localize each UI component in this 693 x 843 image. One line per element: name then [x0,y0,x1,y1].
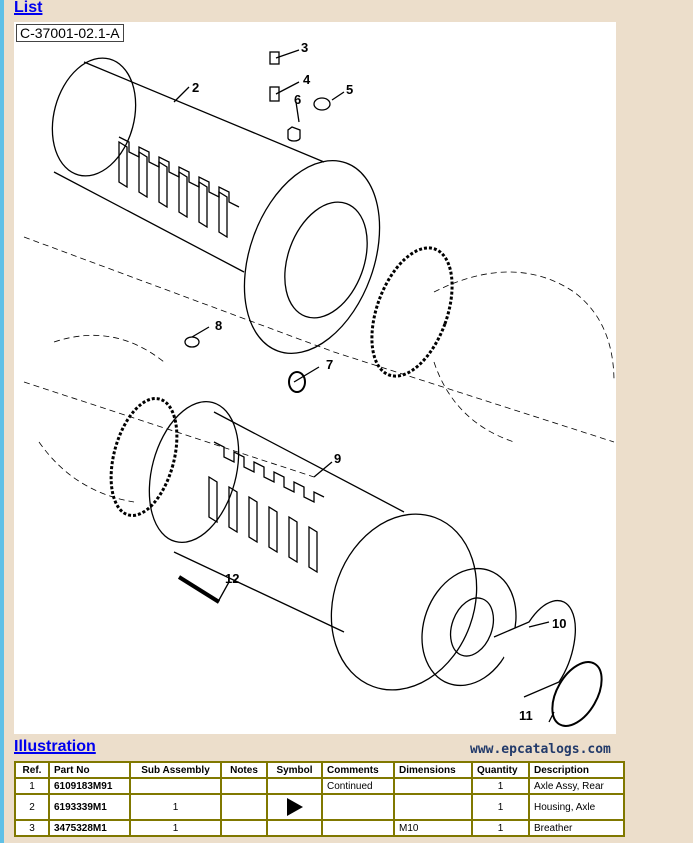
col-part-no: Part No [48,761,131,779]
callout-11: 11 [519,708,533,723]
cell-ref: 1 [14,777,50,795]
exploded-axle-drawing: 2 3 4 5 6 7 8 9 10 11 12 [23,40,615,727]
cell-dims [393,793,473,821]
figure-id: C-37001-02.1-A [16,24,124,42]
play-triangle-icon[interactable] [286,798,303,816]
cell-sub [129,777,222,795]
callout-10: 10 [552,616,566,631]
cell-notes [220,819,268,837]
callout-6: 6 [294,92,301,107]
col-description: Description [528,761,625,779]
cell-part-no[interactable]: 6109183M91 [48,777,131,795]
cell-symbol [266,777,323,795]
cell-comments [321,819,395,837]
parts-table: Ref. Part No Sub Assembly Notes Symbol C… [14,761,625,837]
cell-qty: 1 [471,777,530,795]
callout-9: 9 [334,451,341,466]
cell-notes [220,793,268,821]
callout-8: 8 [215,318,222,333]
col-comments: Comments [321,761,395,779]
col-symbol: Symbol [266,761,323,779]
cell-desc: Housing, Axle [528,793,625,821]
cell-qty: 1 [471,819,530,837]
col-dimensions: Dimensions [393,761,473,779]
callout-3: 3 [301,40,308,55]
cell-comments [321,793,395,821]
cell-qty: 1 [471,793,530,821]
cell-dims: M10 [393,819,473,837]
cell-desc: Breather [528,819,625,837]
cell-ref: 2 [14,793,50,821]
callout-5: 5 [346,82,353,97]
table-row[interactable]: 2 6193339M1 1 1 Housing, Axle [14,793,625,821]
list-link[interactable]: List [14,0,43,16]
cell-symbol[interactable] [266,793,323,821]
illustration-link[interactable]: Illustration [14,738,96,755]
callout-4: 4 [303,72,311,87]
col-ref: Ref. [14,761,50,779]
table-row[interactable]: 3 3475328M1 1 M10 1 Breather [14,819,625,837]
watermark: www.epcatalogs.com [470,742,611,757]
callout-7: 7 [326,357,333,372]
callout-12: 12 [225,571,239,586]
cell-part-no[interactable]: 6193339M1 [48,793,131,821]
cell-dims [393,777,473,795]
col-notes: Notes [220,761,268,779]
cell-symbol [266,819,323,837]
cell-notes [220,777,268,795]
col-sub-assembly: Sub Assembly [129,761,222,779]
table-header-row: Ref. Part No Sub Assembly Notes Symbol C… [14,761,625,779]
cell-part-no[interactable]: 3475328M1 [48,819,131,837]
illustration-panel: 2 3 4 5 6 7 8 9 10 11 12 C-37001-02.1-A [14,22,616,734]
table-row[interactable]: 1 6109183M91 Continued 1 Axle Assy, Rear [14,777,625,795]
cell-desc: Axle Assy, Rear [528,777,625,795]
cell-ref: 3 [14,819,50,837]
cell-sub: 1 [129,819,222,837]
callout-2: 2 [192,80,199,95]
left-accent-bar [0,0,4,843]
cell-comments: Continued [321,777,395,795]
cell-sub: 1 [129,793,222,821]
col-quantity: Quantity [471,761,530,779]
